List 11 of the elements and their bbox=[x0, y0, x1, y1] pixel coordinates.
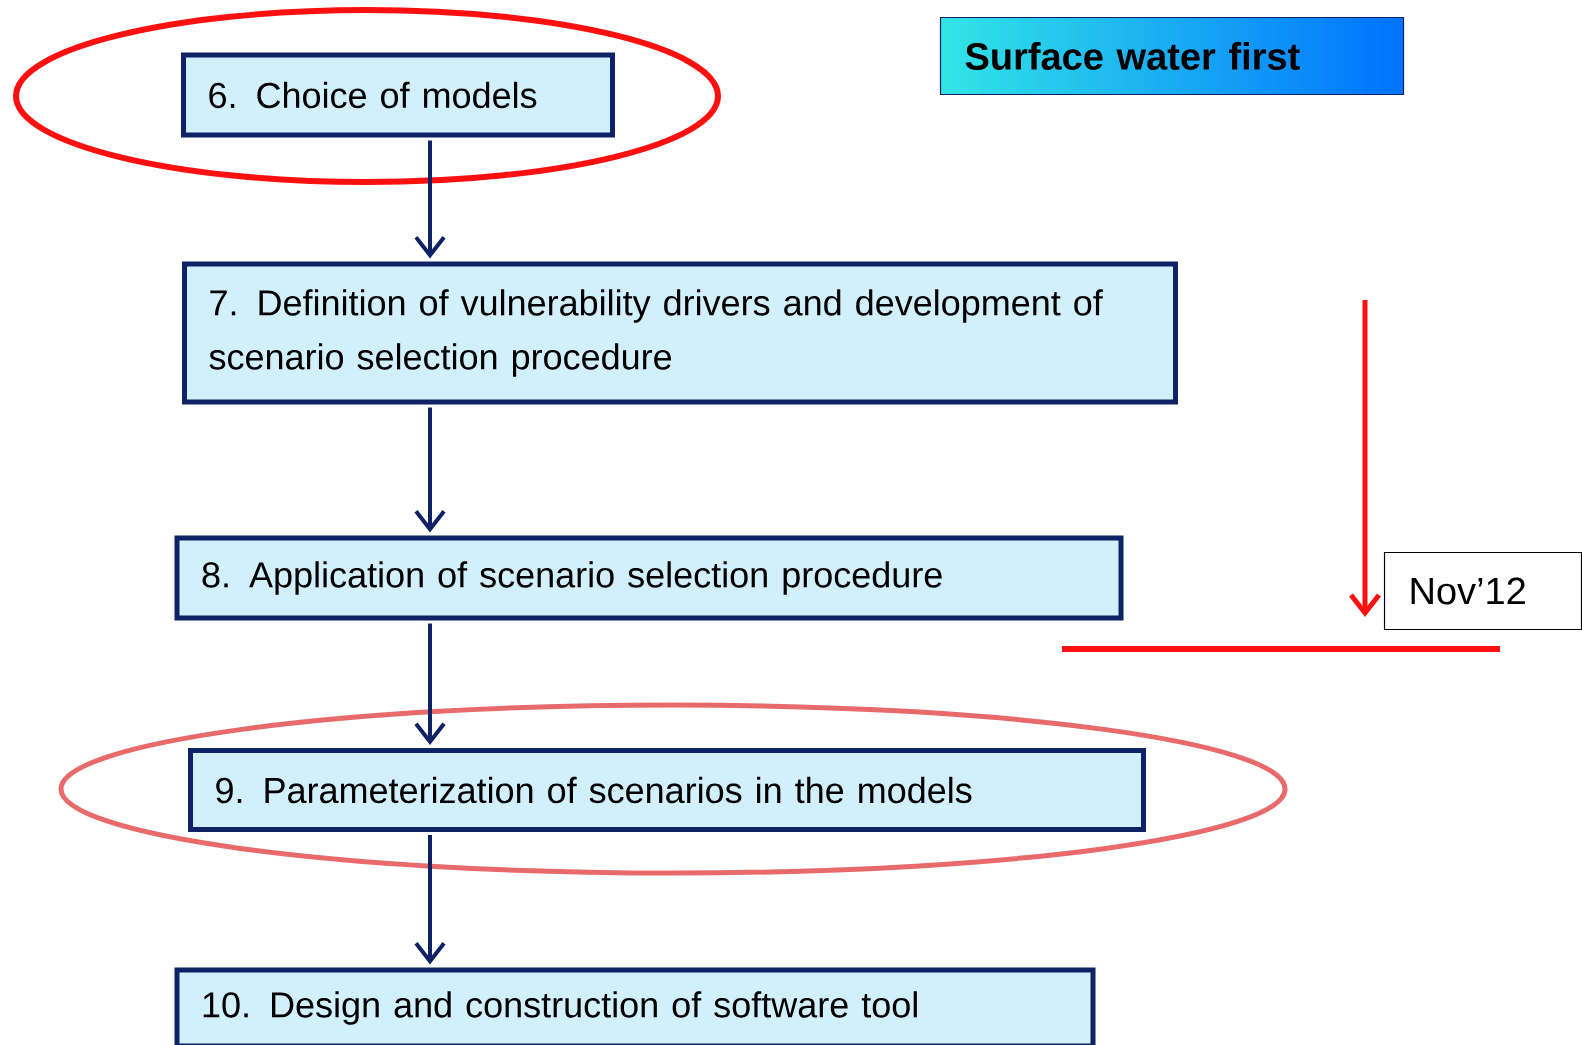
process-box: 8. Application of scenario selection procedure bbox=[174, 535, 1124, 621]
arrow bbox=[414, 835, 446, 965]
date-box: Nov’12 bbox=[1383, 551, 1582, 631]
arrow bbox=[414, 140, 446, 259]
arrow bbox=[414, 623, 446, 745]
process-box: 6. Choice of models bbox=[181, 52, 615, 138]
process-box: 10. Design and construction of software tool bbox=[174, 967, 1096, 1045]
heading-box: Surface water first bbox=[939, 16, 1405, 96]
arrow bbox=[414, 407, 446, 533]
process-box: 9. Parameterization of scenarios in the models bbox=[188, 748, 1146, 832]
process-box: 7. Definition of vulnerability drivers and development of scenario selection procedure bbox=[182, 261, 1178, 405]
